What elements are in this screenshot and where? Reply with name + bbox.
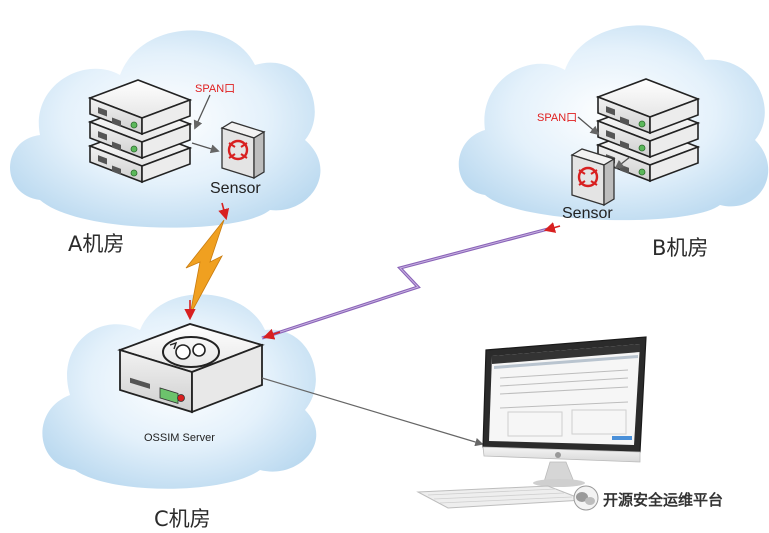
link-c-to-console [261, 377, 484, 447]
server-rack-a [89, 79, 191, 183]
span-port-a-label: SPAN口 [195, 83, 236, 95]
mirror-arrow-a [191, 142, 220, 154]
mirror-arrow-b [614, 156, 631, 170]
link-b-to-c [261, 222, 561, 340]
sensor-a-icon [220, 121, 266, 180]
wechat-icon [573, 485, 599, 511]
ossim-server-icon [117, 323, 265, 414]
span-port-b-label: SPAN口 [537, 112, 578, 124]
span-arrow-a [193, 94, 211, 130]
sensor-b-label: Sensor [562, 205, 613, 222]
keyboard-icon [416, 485, 585, 509]
sensor-b-icon [570, 148, 616, 207]
link-a-to-c [184, 202, 230, 321]
room-b-label: B机房 [652, 236, 709, 260]
room-c-label: C机房 [154, 507, 211, 531]
ossim-server-label: OSSIM Server [144, 432, 215, 444]
watermark-text: 开源安全运维平台 [603, 491, 724, 509]
monitor-icon [482, 336, 647, 487]
sensor-a-label: Sensor [210, 180, 261, 197]
room-a-label: A机房 [68, 232, 125, 256]
span-arrow-b [577, 116, 600, 136]
